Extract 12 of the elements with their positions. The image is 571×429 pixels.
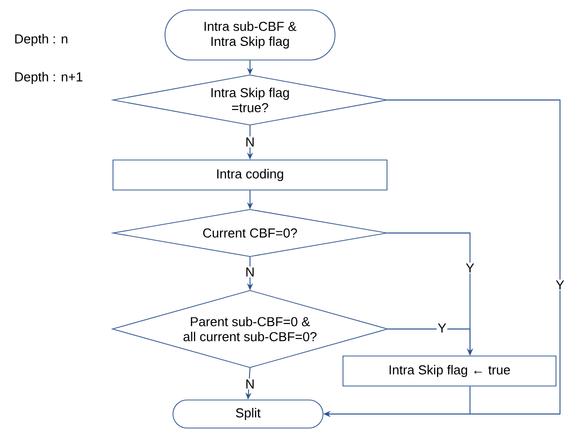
edge-label: N	[244, 136, 256, 148]
process-box: Intra Skip flag ← true	[342, 356, 556, 386]
terminal-box: Intra sub-CBF & Intra Skip flag	[164, 10, 336, 60]
edge-label: Y	[436, 322, 448, 334]
depth-label: Depth : n+1	[15, 72, 82, 84]
process-box: Intra coding	[112, 160, 388, 190]
edge-label: Y	[554, 280, 566, 290]
edge-label: Y	[464, 262, 476, 274]
edge-label: N	[244, 378, 256, 390]
terminal-box: Split	[172, 400, 324, 428]
edge-label: N	[244, 266, 256, 278]
depth-label: Depth : n	[15, 34, 68, 46]
